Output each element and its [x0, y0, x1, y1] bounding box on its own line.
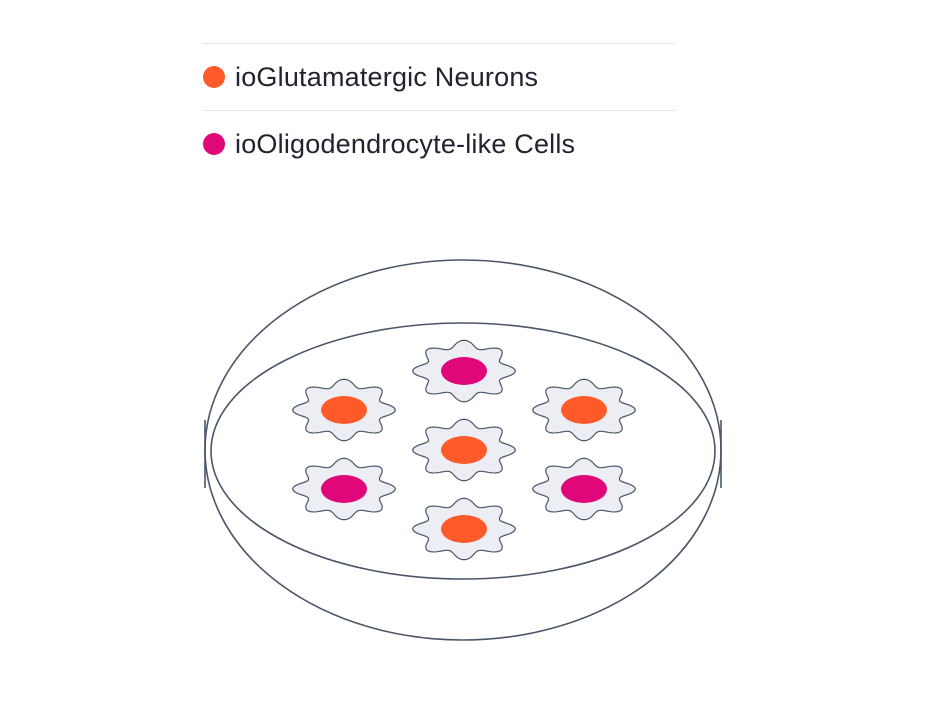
legend-label-glutamatergic: ioGlutamatergic Neurons	[235, 61, 539, 92]
magenta-dot-icon	[203, 133, 225, 155]
cell-nucleus	[441, 436, 487, 464]
glutamatergic-neuron-cell	[532, 378, 636, 442]
cell-nucleus	[321, 396, 367, 424]
oligodendrocyte-cell	[412, 339, 516, 403]
cell-nucleus	[561, 396, 607, 424]
cell-nucleus	[441, 515, 487, 543]
legend-divider-top	[203, 43, 676, 44]
petri-dish-base	[204, 420, 722, 488]
legend-label-oligodendrocyte: ioOligodendrocyte-like Cells	[235, 128, 576, 159]
glutamatergic-neuron-cell	[412, 497, 516, 561]
cell-nucleus	[441, 357, 487, 385]
legend: ioGlutamatergic Neurons ioOligodendrocyt…	[203, 43, 676, 177]
oligodendrocyte-cell	[292, 457, 396, 521]
petri-dish-inner-floor	[210, 322, 716, 580]
legend-item-oligodendrocyte: ioOligodendrocyte-like Cells	[203, 111, 676, 177]
glutamatergic-neuron-cell	[412, 418, 516, 482]
orange-dot-icon	[203, 66, 225, 88]
cell-nucleus	[321, 475, 367, 503]
glutamatergic-neuron-cell	[292, 378, 396, 442]
legend-divider-middle	[203, 110, 676, 111]
oligodendrocyte-cell	[532, 457, 636, 521]
legend-item-glutamatergic: ioGlutamatergic Neurons	[203, 44, 676, 110]
cells-group	[292, 339, 636, 561]
cell-nucleus	[561, 475, 607, 503]
